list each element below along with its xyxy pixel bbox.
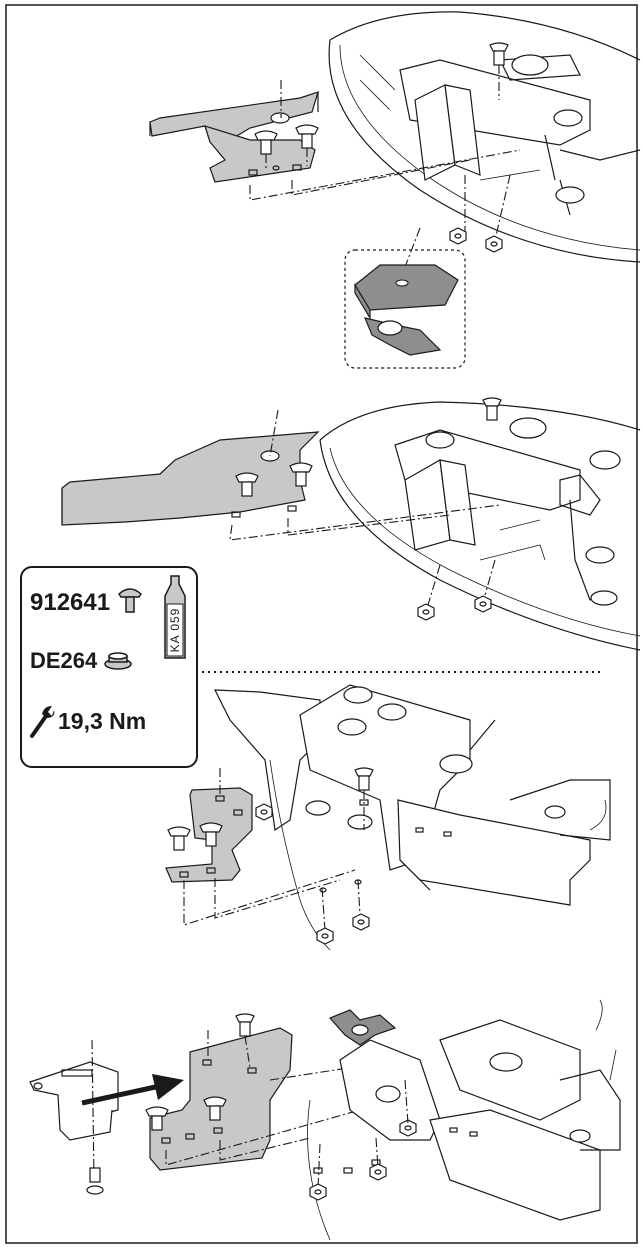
step-3-illustration [165, 684, 611, 951]
wing-nut-key-part [364, 317, 442, 356]
carriage-bolt-icon [117, 588, 142, 613]
bolt-part-number: 912641 [30, 589, 111, 616]
parts-legend: 912641 DE264 19,3 Nm KA 059 [20, 566, 198, 768]
wrench-icon [30, 706, 55, 738]
guard-bracket-extended-part [61, 431, 320, 526]
step-1-illustration [149, 11, 641, 281]
bolt-legend-row: 912641 [30, 586, 143, 617]
step-4-illustration [29, 999, 621, 1241]
step-2-illustration [61, 397, 641, 651]
adhesive-tube-icon: KA 059 [153, 574, 197, 660]
mounting-plate-part [354, 264, 459, 311]
torque-legend-row: 19,3 Nm [58, 708, 146, 735]
replace-arrow [81, 1083, 161, 1106]
guard-bracket-part [149, 91, 319, 143]
adhesive-label: KA 059 [168, 607, 182, 653]
torque-value: 19,3 Nm [58, 708, 147, 734]
flange-nut-icon [104, 652, 133, 670]
detail-callout-box [344, 249, 466, 369]
nut-legend-row: DE264 [30, 648, 133, 674]
nut-part-number: DE264 [30, 648, 98, 673]
mower-disc-outline [329, 11, 641, 61]
page-frame [5, 4, 638, 1244]
